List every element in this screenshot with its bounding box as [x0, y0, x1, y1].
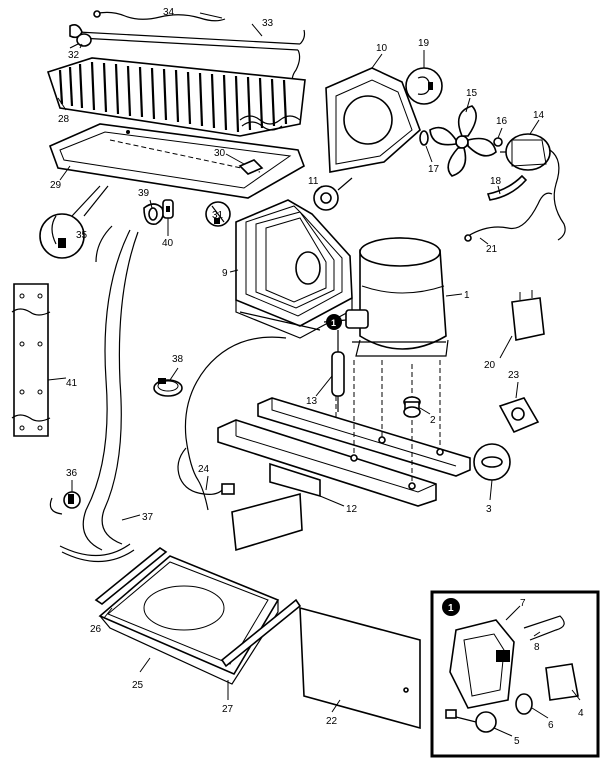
relay-4 — [545, 663, 579, 701]
nut-16 — [493, 137, 503, 147]
inset-marker — [442, 598, 460, 616]
grommet-3 — [473, 443, 511, 481]
label-10: 10 — [376, 43, 388, 54]
capillary-wire-34 — [93, 10, 226, 22]
label-27: 27 — [222, 704, 234, 715]
relay-23 — [498, 397, 540, 434]
drier-13 — [331, 330, 345, 412]
pan-bracket-26 — [94, 547, 168, 605]
label-38: 38 — [172, 354, 184, 365]
grommet-11 — [313, 177, 353, 211]
callout-marker-1 — [326, 314, 342, 330]
compressor-1 — [323, 237, 449, 357]
label-37: 37 — [142, 512, 154, 523]
defrost-thermostat-35 — [39, 185, 109, 259]
pan-bracket-27 — [220, 598, 302, 668]
drier-32 — [69, 33, 92, 49]
label-29: 29 — [50, 180, 62, 191]
harness-21 — [464, 192, 553, 242]
label-8: 8 — [534, 642, 540, 653]
label-5: 5 — [514, 736, 520, 747]
label-11: 11 — [308, 176, 319, 187]
fan-blade-15 — [429, 105, 497, 177]
washer-17 — [419, 130, 429, 146]
label-28: 28 — [58, 114, 70, 125]
clip-40 — [162, 199, 174, 219]
mount-rail-rear-12 — [257, 397, 471, 477]
label-16: 16 — [496, 116, 508, 127]
thermostat-36 — [49, 491, 81, 515]
clip-30 — [238, 159, 264, 175]
access-panel-22 — [299, 606, 421, 730]
motor-bracket-18 — [486, 174, 528, 201]
label-30: 30 — [214, 148, 226, 159]
part-labels: 34 33 32 28 10 19 15 14 16 17 18 21 1 20… — [50, 7, 584, 747]
label-13: 13 — [306, 396, 318, 407]
label-41: 41 — [66, 378, 78, 389]
label-20: 20 — [484, 360, 496, 371]
label-26: 26 — [90, 624, 102, 635]
grommet-2 — [403, 396, 421, 418]
label-7: 7 — [520, 598, 526, 609]
drain-pan-25 — [98, 555, 280, 685]
inset-marker-label: 1 — [448, 603, 454, 614]
label-22: 22 — [326, 716, 338, 727]
evaporator-pan-29 — [48, 123, 305, 199]
label-32: 32 — [68, 50, 80, 61]
label-15: 15 — [466, 88, 478, 99]
mount-rail-front-12 — [217, 419, 437, 507]
power-cord-24 — [177, 336, 287, 511]
clamp-6 — [515, 693, 533, 715]
evaporator-28 — [46, 57, 306, 137]
callout-marker-label: 1 — [331, 318, 336, 328]
capacitor-20 — [511, 290, 545, 341]
fan-shroud-10 — [325, 67, 421, 173]
label-36: 36 — [66, 468, 78, 479]
terminal-cover-7 — [449, 619, 515, 709]
detail-inset: 1 — [430, 590, 600, 758]
label-33: 33 — [262, 18, 274, 29]
label-2: 2 — [430, 415, 436, 426]
label-9: 9 — [222, 268, 228, 279]
label-12: 12 — [346, 504, 358, 515]
fan-motor-14 — [500, 133, 566, 241]
suction-tube-33 — [69, 24, 306, 85]
grommet-39 — [143, 203, 164, 225]
label-17: 17 — [428, 164, 440, 175]
label-35: 35 — [76, 230, 88, 241]
label-31: 31 — [212, 210, 224, 221]
overload-5 — [475, 711, 497, 733]
cover-panel-41 — [11, 283, 51, 437]
mount-guides — [335, 360, 444, 490]
wire-clip-8 — [523, 615, 565, 641]
clamp-38 — [153, 378, 183, 397]
label-3: 3 — [486, 504, 492, 515]
label-19: 19 — [418, 38, 430, 49]
label-14: 14 — [533, 110, 545, 121]
label-23: 23 — [508, 370, 520, 381]
label-40: 40 — [162, 238, 174, 249]
fan-bracket-19 — [405, 67, 443, 105]
fitting-31 — [205, 201, 231, 227]
leader-lines — [47, 12, 581, 737]
label-39: 39 — [138, 188, 150, 199]
label-24: 24 — [198, 464, 210, 475]
label-25: 25 — [132, 680, 144, 691]
label-18: 18 — [490, 176, 502, 187]
label-4: 4 — [578, 708, 584, 719]
label-1: 1 — [464, 290, 470, 301]
label-21: 21 — [486, 244, 498, 255]
condenser-9 — [235, 199, 353, 339]
label-6: 6 — [548, 720, 554, 731]
shield-12 — [231, 462, 321, 552]
label-34: 34 — [163, 7, 175, 18]
drain-heater-37 — [59, 225, 139, 563]
